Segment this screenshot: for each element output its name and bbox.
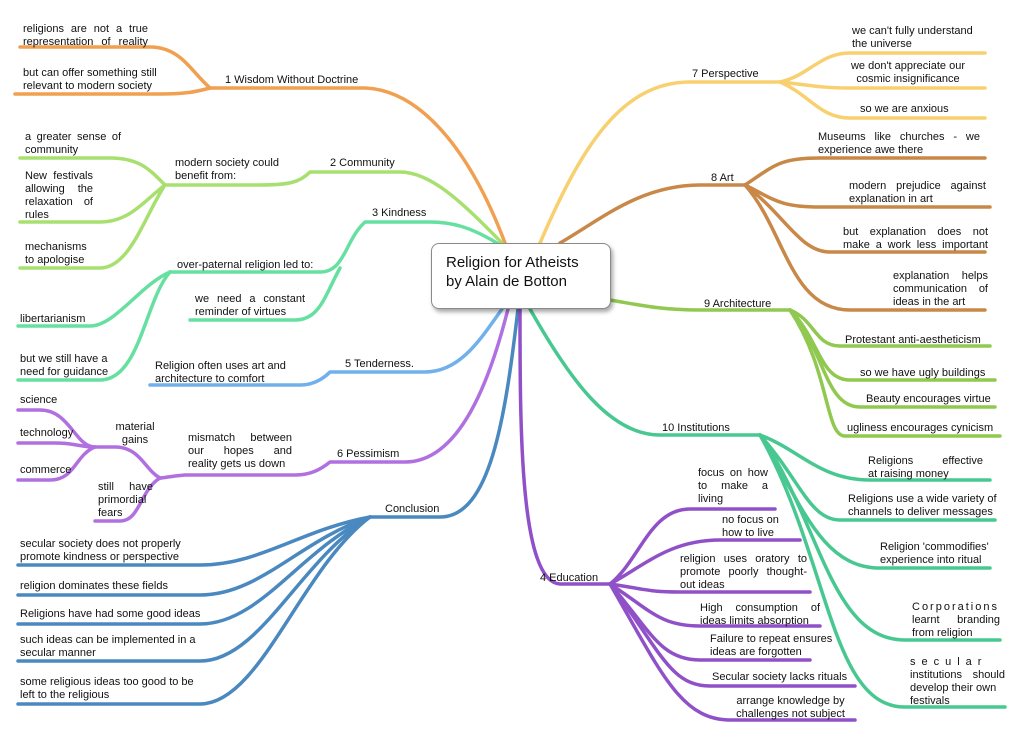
- kindness-subtopic[interactable]: over-paternal religion led to:: [177, 259, 314, 271]
- branch-wisdom-label[interactable]: 1 Wisdom Without Doctrine: [225, 74, 359, 86]
- central-title-line1: Religion for Atheists: [446, 254, 579, 271]
- pessimism-leaf-science[interactable]: science: [20, 394, 58, 406]
- conclusion-leaf-2[interactable]: religion dominates these fields: [20, 580, 168, 592]
- architecture-leaf-4[interactable]: ugliness encourages cynicism: [847, 422, 994, 434]
- education-leaf-2[interactable]: no focus on how to live: [722, 514, 779, 539]
- kindness-leaf-1[interactable]: we need a constant reminder of virtues: [195, 293, 305, 318]
- perspective-connectors: [538, 51, 987, 245]
- branch-architecture-label[interactable]: 9 Architecture: [704, 298, 772, 310]
- education-connectors: [518, 307, 857, 722]
- art-leaf-3[interactable]: but explanation does not make a work les…: [843, 226, 988, 251]
- branch-conclusion-label[interactable]: Conclusion: [385, 503, 440, 515]
- branch-pessimism-label[interactable]: 6 Pessimism: [337, 448, 400, 460]
- branch-institutions-label[interactable]: 10 Institutions: [662, 422, 730, 434]
- architecture-leaf-1[interactable]: Protestant anti-aestheticism: [845, 334, 981, 346]
- community-leaf-2[interactable]: New festivals allowing the relaxation of…: [25, 170, 93, 221]
- art-leaf-1[interactable]: Museums like churches - we experience aw…: [818, 131, 980, 156]
- education-leaf-3[interactable]: religion uses oratory to promote poorly …: [680, 553, 807, 591]
- central-topic-node[interactable]: Religion for Atheists by Alain de Botton: [431, 243, 611, 309]
- pessimism-leaf-commerce[interactable]: commerce: [20, 464, 72, 476]
- architecture-connectors: [608, 298, 1002, 438]
- community-leaf-3[interactable]: mechanisms to apologise: [25, 241, 87, 266]
- institutions-leaf-1[interactable]: Religions effective at raising money: [868, 455, 983, 480]
- community-connectors: [18, 156, 504, 270]
- kindness-leaf-3[interactable]: but we still have a need for guidance: [20, 353, 109, 378]
- pessimism-leaf-technology[interactable]: technology: [20, 427, 74, 439]
- kindness-connectors: [16, 220, 502, 382]
- perspective-leaf-2[interactable]: we don't appreciate our cosmic insignifi…: [850, 60, 965, 85]
- art-leaf-4[interactable]: explanation helps communication of ideas…: [893, 270, 988, 308]
- branch-art-label[interactable]: 8 Art: [711, 172, 734, 184]
- tenderness-connectors: [148, 307, 504, 387]
- institutions-leaf-3[interactable]: Religion 'commodifies' experience into r…: [880, 541, 989, 566]
- architecture-leaf-3[interactable]: Beauty encourages virtue: [866, 393, 991, 405]
- conclusion-leaf-1[interactable]: secular society does not properly promot…: [20, 538, 181, 563]
- wisdom-connectors: [13, 45, 507, 245]
- tenderness-leaf-1[interactable]: Religion often uses art and architecture…: [155, 360, 286, 385]
- wisdom-leaf-2[interactable]: but can offer something still relevant t…: [23, 67, 157, 92]
- institutions-leaf-4[interactable]: Corporations learnt branding from religi…: [912, 601, 1000, 639]
- art-leaf-2[interactable]: modern prejudice against explanation in …: [849, 180, 986, 205]
- art-connectors: [558, 156, 992, 312]
- education-leaf-7[interactable]: arrange knowledge by challenges not subj…: [736, 695, 845, 720]
- community-subtopic[interactable]: modern society could benefit from:: [175, 157, 279, 182]
- branch-perspective-label[interactable]: 7 Perspective: [692, 68, 759, 80]
- pessimism-subtopic[interactable]: mismatch between our hopes and reality g…: [188, 432, 292, 470]
- education-leaf-1[interactable]: focus on how to make a living: [698, 467, 768, 505]
- institutions-connectors: [528, 307, 1007, 709]
- wisdom-leaf-1[interactable]: religions are not a true representation …: [23, 23, 148, 48]
- pessimism-material-gains[interactable]: material gains: [115, 421, 155, 446]
- branch-kindness-label[interactable]: 3 Kindness: [372, 207, 427, 219]
- institutions-leaf-2[interactable]: Religions use a wide variety of channels…: [848, 493, 997, 518]
- architecture-leaf-2[interactable]: so we have ugly buildings: [860, 367, 986, 379]
- branch-tenderness-label[interactable]: 5 Tenderness.: [345, 358, 414, 370]
- education-leaf-4[interactable]: High consumption of ideas limits absorpt…: [700, 602, 820, 627]
- perspective-leaf-1[interactable]: we can't fully understand the universe: [852, 25, 973, 50]
- pessimism-connectors: [16, 307, 510, 523]
- pessimism-primordial-fears[interactable]: still have primordial fears: [98, 481, 153, 519]
- conclusion-leaf-4[interactable]: such ideas can be implemented in a secul…: [20, 634, 196, 659]
- education-leaf-6[interactable]: Secular society lacks rituals: [712, 671, 848, 683]
- conclusion-leaf-5[interactable]: some religious ideas too good to be left…: [20, 676, 194, 701]
- conclusion-connectors: [16, 307, 520, 706]
- perspective-leaf-3[interactable]: so we are anxious: [860, 103, 949, 115]
- institutions-leaf-5[interactable]: secular institutions should develop thei…: [910, 656, 1005, 707]
- conclusion-leaf-3[interactable]: Religions have had some good ideas: [20, 608, 201, 620]
- branch-community-label[interactable]: 2 Community: [330, 157, 395, 169]
- kindness-leaf-2[interactable]: libertarianism: [20, 313, 86, 325]
- community-leaf-1[interactable]: a greater sense of community: [25, 131, 121, 156]
- branch-education-label[interactable]: 4 Education: [540, 572, 599, 584]
- central-title-line2: by Alain de Botton: [446, 273, 567, 290]
- education-leaf-5[interactable]: Failure to repeat ensures ideas are forg…: [710, 633, 833, 658]
